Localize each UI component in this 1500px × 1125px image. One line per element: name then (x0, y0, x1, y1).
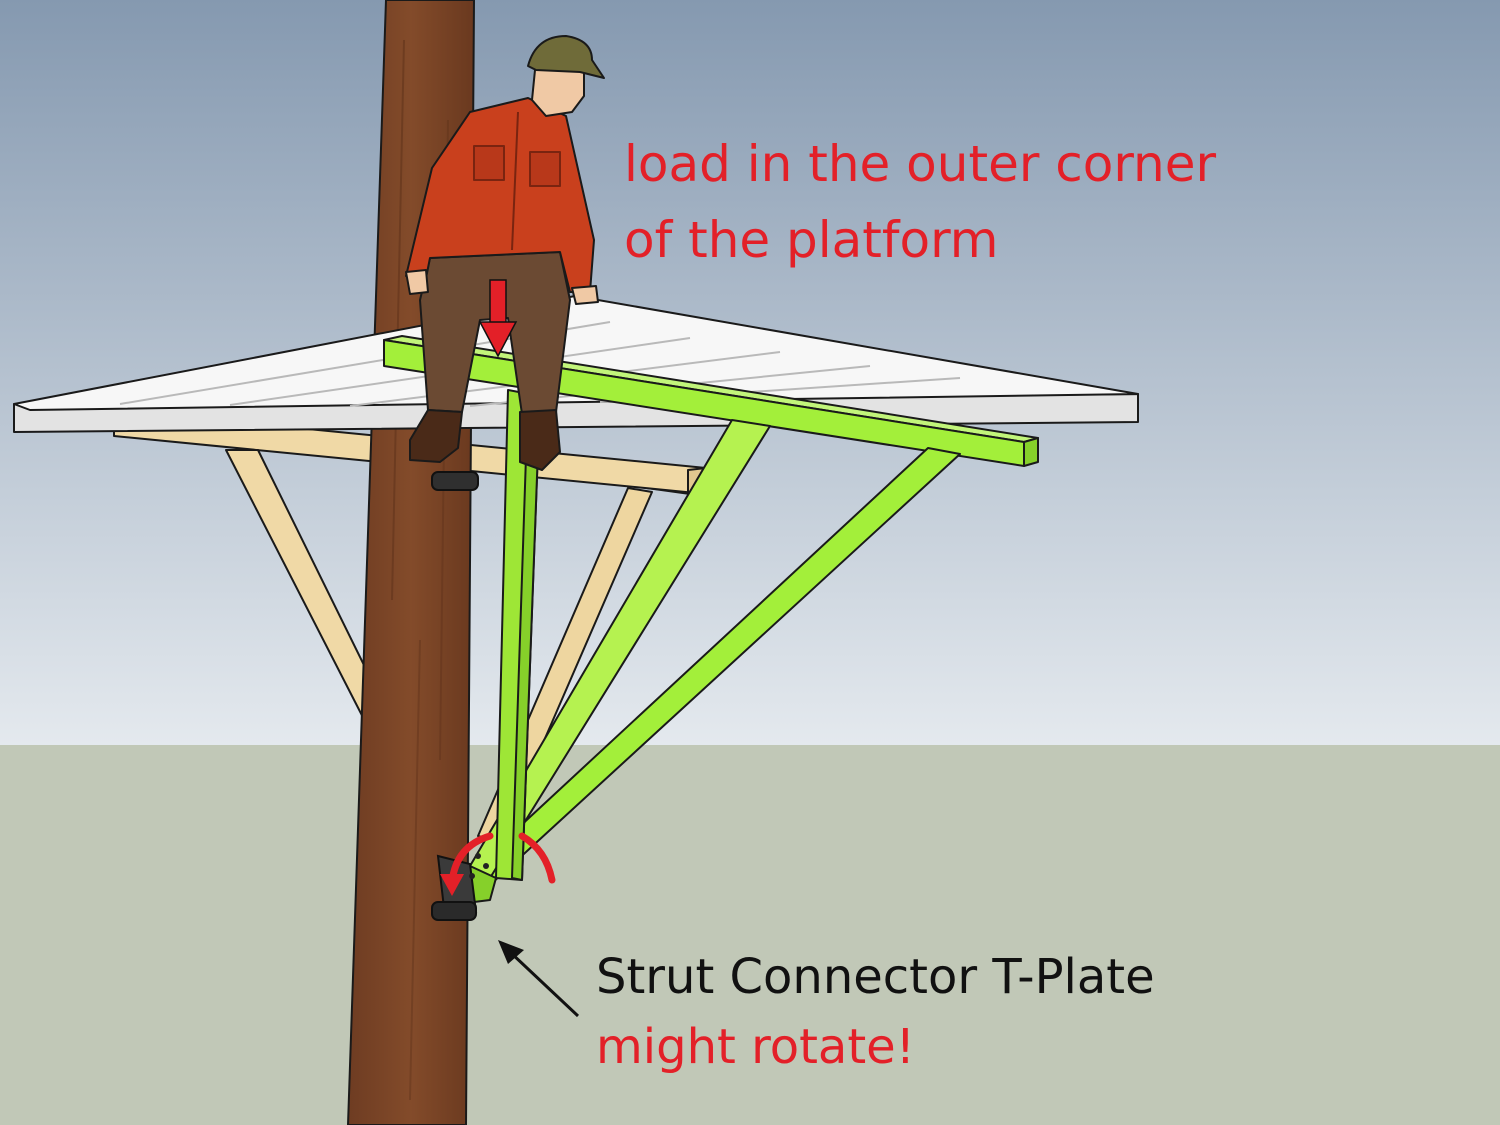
hand-left (405, 269, 429, 295)
cap (527, 35, 605, 79)
green-beam-end (1023, 437, 1039, 467)
connector-name: Strut Connector T-Plate (596, 949, 1155, 1005)
upper-bracket (431, 471, 479, 491)
boot-left (409, 409, 463, 463)
decking-top (13, 295, 1139, 411)
ground (0, 745, 1500, 1125)
connector-warning: might rotate! (596, 1019, 915, 1075)
load-annotation-line-2: of the platform (624, 211, 999, 269)
loaded-green-frame (383, 335, 1039, 903)
load-annotation: load in the outer corner of the platform (624, 126, 1216, 278)
pointer-arrow (498, 940, 580, 1018)
load-annotation-line-1: load in the outer corner (624, 135, 1217, 193)
connector-annotation: Strut Connector T-Plate might rotate! (596, 942, 1155, 1082)
shirt-pocket-left (473, 145, 505, 181)
load-arrow (478, 279, 518, 358)
rotation-arrows (440, 832, 556, 896)
rotation-arrow-left-head (440, 874, 464, 896)
shirt-pocket-right (529, 151, 561, 187)
boot-right (519, 409, 561, 471)
pants (419, 251, 571, 415)
person-figure (405, 35, 605, 471)
hand-right (571, 285, 599, 305)
rotation-arrow-right (518, 832, 556, 884)
shirt-placket (511, 111, 519, 251)
